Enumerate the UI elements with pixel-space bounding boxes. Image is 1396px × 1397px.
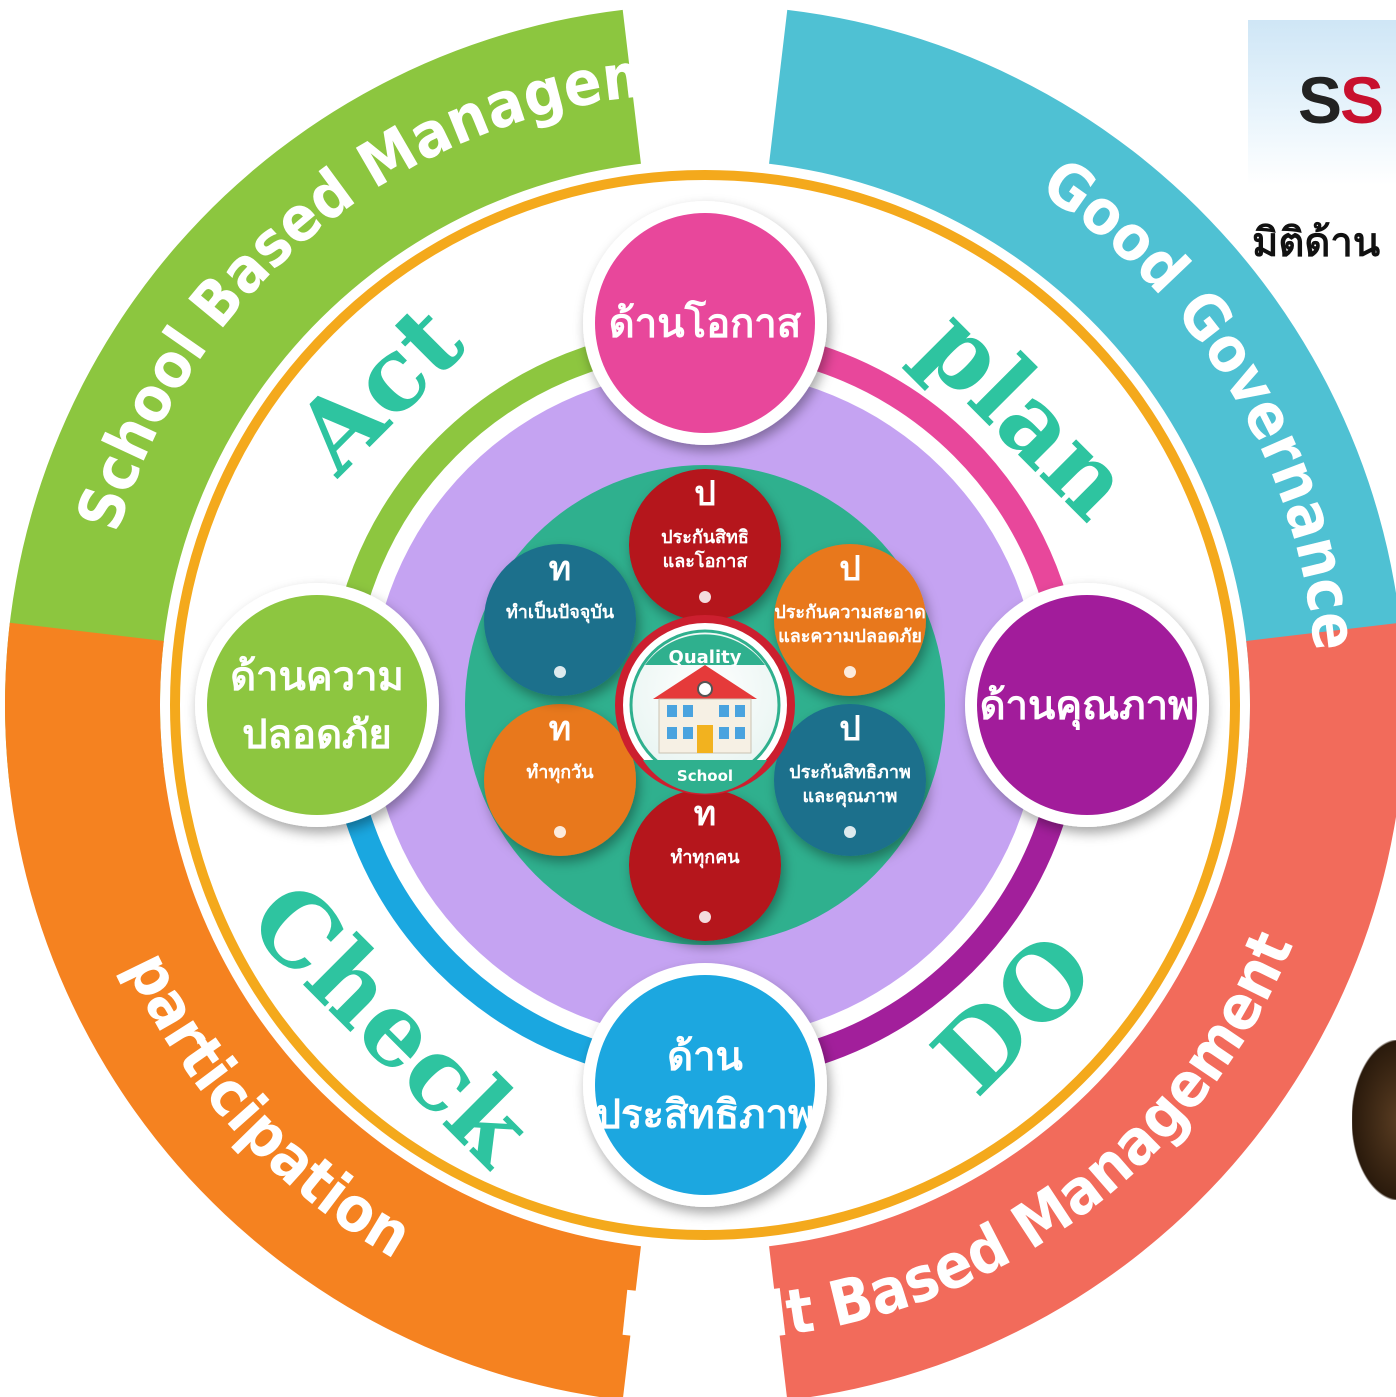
petal-letter: ท [549, 549, 571, 589]
center-top-label: Quality [669, 647, 742, 668]
petal-text: ประกันสิทธิ [661, 527, 749, 548]
petal-text: ประกันสิทธิภาพ [789, 762, 911, 783]
petal-icon [554, 666, 566, 678]
dimension-circle [583, 201, 827, 445]
petal-card [629, 469, 781, 621]
petal-card [629, 789, 781, 941]
petal-card [774, 544, 926, 696]
logo-panel [1248, 20, 1396, 185]
school-building-icon [653, 665, 757, 754]
petal-icon [844, 826, 856, 838]
petal-card [484, 704, 636, 856]
petal-letter: ป [839, 709, 861, 749]
petal-icon [844, 666, 856, 678]
petal-text: ทำทุกคน [670, 847, 740, 869]
petal-icon [699, 911, 711, 923]
petal-card [774, 704, 926, 856]
dimension-label: ด้าน [667, 1034, 743, 1080]
dimension-label: ประสิทธิภาพ [596, 1092, 815, 1138]
petal-text: ประกันความสะอาด [774, 602, 925, 623]
petal-letter: ท [549, 709, 571, 749]
outer-ring-segment [769, 9, 1396, 787]
sss-logo: SS [1298, 63, 1384, 137]
gold-ring [170, 170, 1240, 1240]
dimension-label: ด้านโอกาส [609, 300, 802, 347]
petal-text: และความปลอดภัย [778, 626, 922, 647]
petal-text: และคุณภาพ [803, 786, 898, 808]
petal-text: ทำทุกวัน [526, 762, 594, 784]
petal-text: ทำเป็นปัจจุบัน [506, 600, 615, 624]
petal-card [484, 544, 636, 696]
petal-icon [554, 826, 566, 838]
dimension-label: ด้านความ [230, 654, 404, 700]
caption-heading: มิติด้าน [1252, 220, 1381, 266]
outer-ring-segment [769, 623, 1396, 1397]
petal-letter: ป [839, 549, 861, 589]
dimension-label: ปลอดภัย [242, 712, 392, 758]
petal-icon [699, 591, 711, 603]
outer-ring-segment [5, 622, 641, 1397]
outer-ring-segment [5, 9, 641, 788]
petal-letter: ท [694, 794, 716, 834]
petal-letter: ป [694, 474, 716, 514]
center-bottom-label: School [677, 767, 733, 785]
dimension-circle [965, 583, 1209, 827]
dimension-circle [583, 963, 827, 1207]
petal-text: และโอกาส [663, 550, 749, 572]
dimension-circle [195, 583, 439, 827]
petal-group: ปประกันสิทธิและโอกาสปประกันความสะอาดและค… [484, 469, 926, 941]
photo-fragment [1352, 1040, 1396, 1200]
dimension-label: ด้านคุณภาพ [980, 683, 1195, 731]
